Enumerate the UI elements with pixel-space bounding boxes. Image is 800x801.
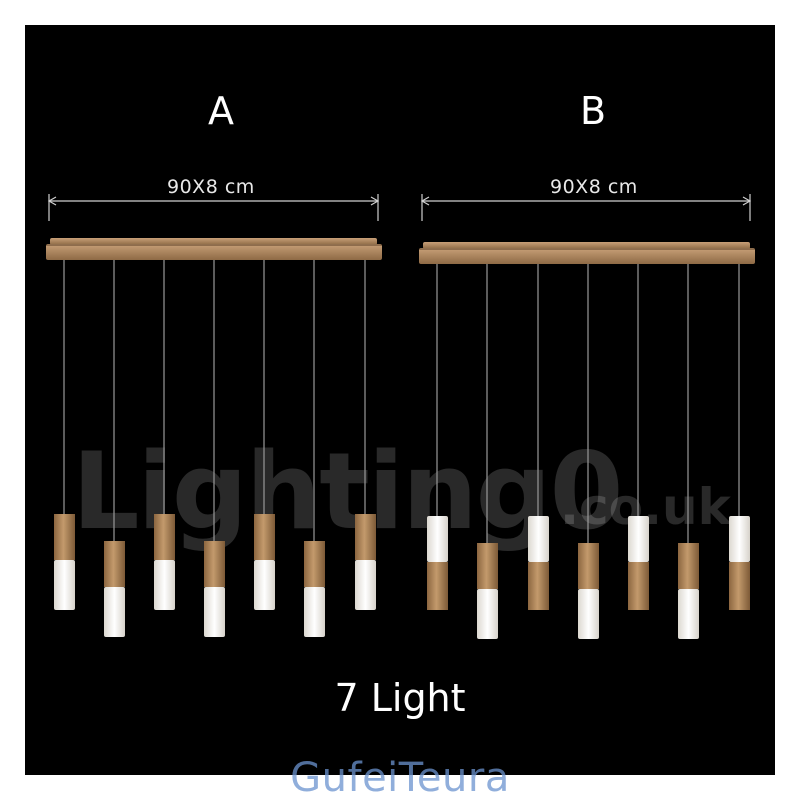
pendant-lamp: [54, 260, 75, 610]
pendant-lamp: [104, 260, 125, 637]
pendant-set-a: [54, 260, 376, 637]
dimension-text-a: 90X8 cm: [167, 176, 255, 198]
pendant-lamp: [355, 260, 376, 610]
pendant-lamp: [254, 260, 275, 610]
pendant-lamp: [477, 264, 498, 639]
footer-brand: GufeiTeura: [290, 755, 510, 801]
pendant-lamp: [427, 264, 448, 610]
canopy-bar-b: [419, 242, 755, 264]
dimension-line-a: [47, 194, 380, 221]
pendant-lamp: [578, 264, 599, 639]
dimension-line-b: [420, 194, 752, 221]
pendant-lamp: [729, 264, 750, 610]
canopy-bar-a: [46, 238, 382, 260]
pendant-lamp: [528, 264, 549, 610]
dimension-text-b: 90X8 cm: [550, 176, 638, 198]
product-photo-panel: [25, 25, 775, 775]
pendant-lamp: [628, 264, 649, 610]
pendant-lamp: [154, 260, 175, 610]
variant-label-a: A: [208, 89, 234, 133]
pendant-lamp: [204, 260, 225, 637]
product-title: 7 Light: [334, 676, 466, 720]
pendant-lamp: [304, 260, 325, 637]
pendant-set-b: [427, 264, 750, 639]
pendant-lamp: [678, 264, 699, 639]
variant-label-b: B: [580, 89, 607, 133]
